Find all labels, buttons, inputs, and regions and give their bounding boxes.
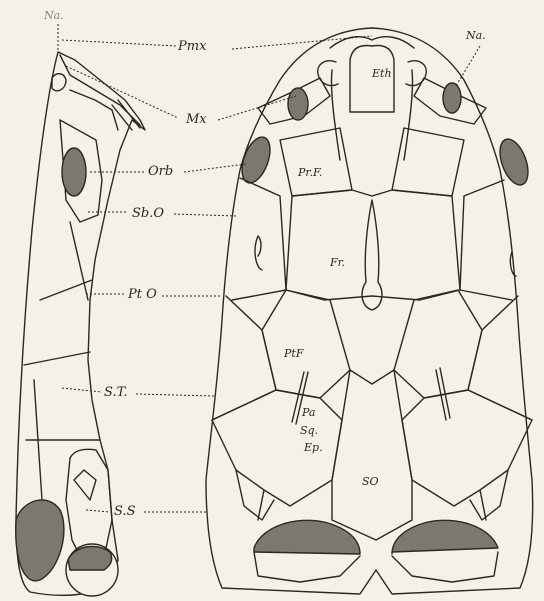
- suborbital-dorsal-right: [460, 180, 512, 300]
- leader-pmx-left: [62, 40, 176, 46]
- epiotic-right: [402, 390, 532, 506]
- leader-ss-left: [86, 510, 110, 512]
- suture-left: [236, 470, 274, 520]
- label-so: SO: [362, 476, 379, 487]
- leader-mx-left: [66, 66, 178, 118]
- label-prf: Pr.F.: [298, 167, 322, 178]
- suborbital-dorsal-left: [232, 178, 286, 300]
- dorsal-view-skull: [206, 28, 533, 594]
- nasal-scroll-left: [318, 61, 340, 160]
- maxilla-lateral: [70, 90, 118, 130]
- supraoccipital: [332, 370, 412, 540]
- label-ep: Ep.: [304, 442, 323, 453]
- leader-st-right: [136, 394, 214, 396]
- occipital-base-right: [392, 552, 498, 582]
- label-eth: Eth: [372, 68, 392, 79]
- label-na-right: Na.: [466, 30, 486, 41]
- nasal-opening-left: [288, 88, 308, 120]
- label-ptf: PtF: [284, 348, 303, 359]
- leader-na-right: [456, 46, 480, 86]
- label-sbo: Sb.O: [132, 207, 164, 220]
- label-pto: Pt O: [128, 288, 157, 301]
- label-mx: Mx: [186, 113, 207, 126]
- label-st: S.T.: [104, 386, 127, 399]
- leader-st-left: [62, 388, 102, 392]
- nasal-lateral: [52, 74, 66, 91]
- suture-right: [470, 470, 508, 520]
- orbit-lateral: [62, 148, 86, 196]
- prefrontal-left: [280, 128, 352, 196]
- pterotic-left: [212, 296, 276, 420]
- postorbital-lateral: [40, 222, 92, 300]
- leader-mx-right: [218, 96, 296, 120]
- mucous-canal-left: [255, 236, 262, 270]
- label-fr: Fr.: [330, 257, 345, 268]
- leader-sbo-right: [174, 214, 236, 216]
- supraoccipital-lateral: [66, 449, 112, 560]
- jugal-lateral: [74, 470, 96, 500]
- label-pmx: Pmx: [178, 40, 206, 53]
- label-ss: S.S: [114, 505, 135, 518]
- label-pa: Pa: [302, 407, 315, 418]
- leader-orb-right: [184, 164, 246, 172]
- label-orb: Orb: [148, 165, 173, 178]
- label-na-left: Na.: [44, 10, 64, 21]
- pterotic-right: [468, 296, 532, 420]
- squamosal-temporal-lateral: [24, 352, 100, 500]
- occipital-base-left: [254, 552, 360, 582]
- occipital-condyle-right: [392, 520, 498, 554]
- prefrontal-right: [392, 128, 464, 196]
- frontal-midline-groove: [362, 200, 382, 310]
- nasal-opening-right: [443, 83, 461, 113]
- occipital-lobe-lateral-1: [16, 500, 64, 581]
- premaxilla-lateral: [60, 55, 140, 125]
- nasal-scroll-right: [404, 61, 426, 160]
- label-sq: Sq.: [300, 425, 318, 436]
- orbit-dorsal-right: [495, 135, 534, 188]
